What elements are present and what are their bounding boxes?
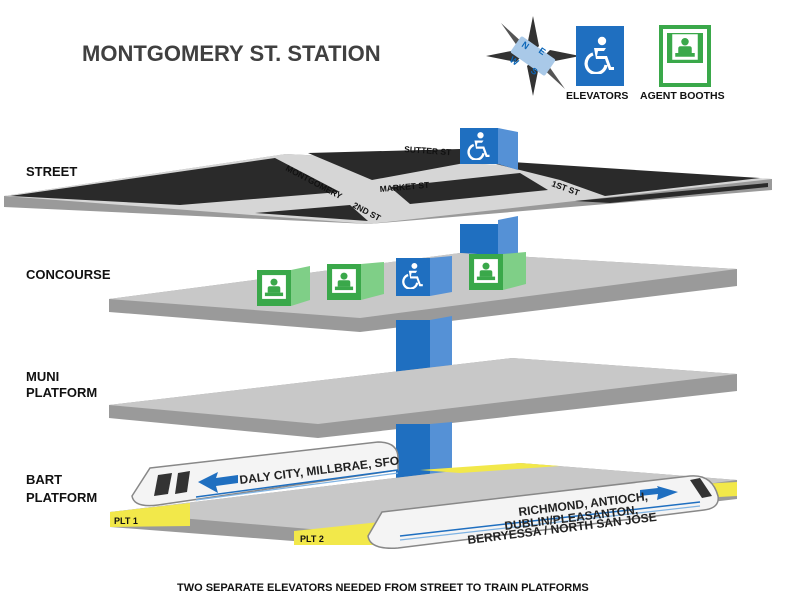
agent-booth-3 (469, 252, 526, 290)
compass-s: S (529, 65, 540, 77)
level-concourse-label: CONCOURSE (26, 267, 111, 282)
agent-booth-1 (257, 266, 310, 306)
bart-platform: PLT 1 PLT 2 (110, 463, 737, 545)
level-street-label: STREET (26, 164, 77, 179)
elevator-concourse (396, 256, 452, 296)
level-muni-label-1: MUNI (26, 369, 59, 384)
level-bart-label-1: BART (26, 472, 62, 487)
compass-rose-icon: N E S W (486, 16, 580, 96)
compass-n: N (520, 39, 531, 51)
level-bart-label-2: PLATFORM (26, 490, 97, 505)
street-level-slab: SUTTER ST MONTGOMERY MARKET ST 2ND ST 1S… (4, 144, 772, 224)
level-muni-label-2: PLATFORM (26, 385, 97, 400)
street-label-sutter: SUTTER ST (404, 144, 453, 157)
page-title: MONTGOMERY ST. STATION (82, 41, 381, 66)
platform-2-label: PLT 2 (300, 534, 324, 544)
footnote: TWO SEPARATE ELEVATORS NEEDED FROM STREE… (177, 582, 589, 594)
street-label-market: MARKET ST (379, 180, 430, 194)
agent-booth-2 (327, 262, 384, 300)
legend-agent-booths-label: AGENT BOOTHS (640, 90, 725, 102)
platform-1-label: PLT 1 (114, 516, 138, 526)
legend-elevators-label: ELEVATORS (566, 90, 628, 102)
compass-e: E (537, 45, 548, 57)
muni-platform-slab (109, 358, 737, 438)
